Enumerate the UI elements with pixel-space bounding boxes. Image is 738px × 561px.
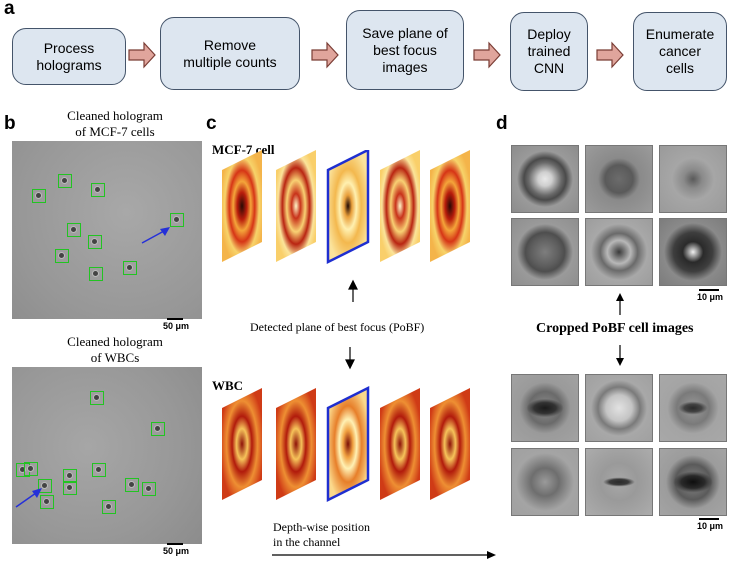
step-save-best-focus: Save plane of best focus images bbox=[346, 10, 464, 90]
wbc-plane-5 bbox=[430, 388, 470, 500]
detected-cell-box bbox=[58, 174, 72, 188]
cropped-pobf-text: Cropped PoBF cell images bbox=[536, 321, 694, 336]
detected-cell-box bbox=[125, 478, 139, 492]
wbc-crop-image bbox=[585, 448, 653, 516]
detected-cell-box bbox=[24, 462, 38, 476]
detected-cell-box bbox=[63, 469, 77, 483]
mcf7-hologram-image bbox=[12, 141, 202, 319]
depth-arrow-icon bbox=[487, 551, 496, 559]
focus-stack-figure bbox=[222, 150, 496, 559]
pointer-arrow-icon bbox=[15, 488, 42, 508]
mcf7-crop-image bbox=[659, 145, 727, 213]
mcf7-plane-3-best-focus bbox=[326, 150, 370, 265]
mcf7-plane-1 bbox=[222, 150, 262, 262]
wbc-plane-1 bbox=[222, 388, 262, 500]
wbc-stack-label: WBC bbox=[212, 378, 244, 393]
crop-scale-bar-top: 10 μm bbox=[697, 289, 723, 302]
detected-cell-box bbox=[32, 189, 46, 203]
detected-cell-box bbox=[123, 261, 137, 275]
flow-arrow-icon bbox=[128, 41, 156, 69]
up-arrow-icon bbox=[348, 279, 358, 290]
mcf7-crop-image bbox=[659, 218, 727, 286]
mcf7-hologram-caption: Cleaned hologram of MCF-7 cells bbox=[67, 108, 163, 139]
detected-cell-box bbox=[89, 267, 103, 281]
down-arrow-icon bbox=[616, 358, 624, 366]
wbc-crop-image bbox=[585, 374, 653, 442]
wbc-scale-bar: 50 μm bbox=[163, 543, 189, 556]
panel-d-label: d bbox=[496, 113, 508, 134]
detected-cell-box bbox=[67, 223, 81, 237]
mcf7-crop-image bbox=[511, 218, 579, 286]
step-enumerate-cells: Enumerate cancer cells bbox=[633, 12, 727, 91]
detected-cell-box bbox=[91, 183, 105, 197]
detected-cell-box bbox=[170, 213, 184, 227]
detected-cell-box bbox=[151, 422, 165, 436]
detected-cell-box bbox=[142, 482, 156, 496]
flow-arrow-icon bbox=[473, 41, 501, 69]
detected-cell-box bbox=[92, 463, 106, 477]
wbc-hologram-caption: Cleaned hologram of WBCs bbox=[67, 334, 163, 365]
step-remove-multiple-counts: Remove multiple counts bbox=[160, 17, 300, 90]
wbc-crop-image bbox=[511, 448, 579, 516]
detected-cell-box bbox=[40, 495, 54, 509]
down-arrow-icon bbox=[345, 359, 355, 370]
mcf7-crop-image bbox=[585, 218, 653, 286]
mcf7-scale-bar: 50 μm bbox=[163, 318, 189, 331]
depth-position-text: Depth-wise position in the channel bbox=[273, 520, 370, 549]
detected-cell-box bbox=[38, 479, 52, 493]
detected-cell-box bbox=[90, 391, 104, 405]
wbc-plane-3-best-focus bbox=[326, 385, 370, 503]
detected-pobf-text: Detected plane of best focus (PoBF) bbox=[250, 320, 425, 334]
detected-cell-box bbox=[63, 481, 77, 495]
mcf7-plane-5 bbox=[430, 150, 470, 262]
detected-cell-box bbox=[55, 249, 69, 263]
mcf7-crop-image bbox=[511, 145, 579, 213]
crop-scale-bar-bottom: 10 μm bbox=[697, 518, 723, 531]
detected-cell-box bbox=[102, 500, 116, 514]
step-process-holograms: Process holograms bbox=[12, 28, 126, 85]
mcf7-crop-image bbox=[585, 145, 653, 213]
wbc-plane-2 bbox=[276, 388, 316, 500]
wbc-crop-image bbox=[511, 374, 579, 442]
flow-arrow-icon bbox=[596, 41, 624, 69]
mcf7-plane-4 bbox=[380, 150, 420, 262]
wbc-plane-4 bbox=[380, 388, 420, 500]
panel-d-arrows bbox=[616, 293, 624, 366]
wbc-hologram-image bbox=[12, 367, 202, 544]
panel-a-arrows bbox=[128, 41, 624, 69]
flow-arrow-icon bbox=[311, 41, 339, 69]
pointer-arrow-icon bbox=[141, 227, 170, 244]
panel-b-label: b bbox=[4, 113, 16, 134]
mcf7-plane-2 bbox=[276, 150, 316, 262]
wbc-crop-image bbox=[659, 448, 727, 516]
wbc-crop-image bbox=[659, 374, 727, 442]
panel-a-label: a bbox=[4, 0, 15, 19]
detected-cell-box bbox=[88, 235, 102, 249]
panel-c-label: c bbox=[206, 113, 217, 134]
up-arrow-icon bbox=[616, 293, 624, 301]
step-deploy-cnn: Deploy trained CNN bbox=[510, 12, 588, 91]
